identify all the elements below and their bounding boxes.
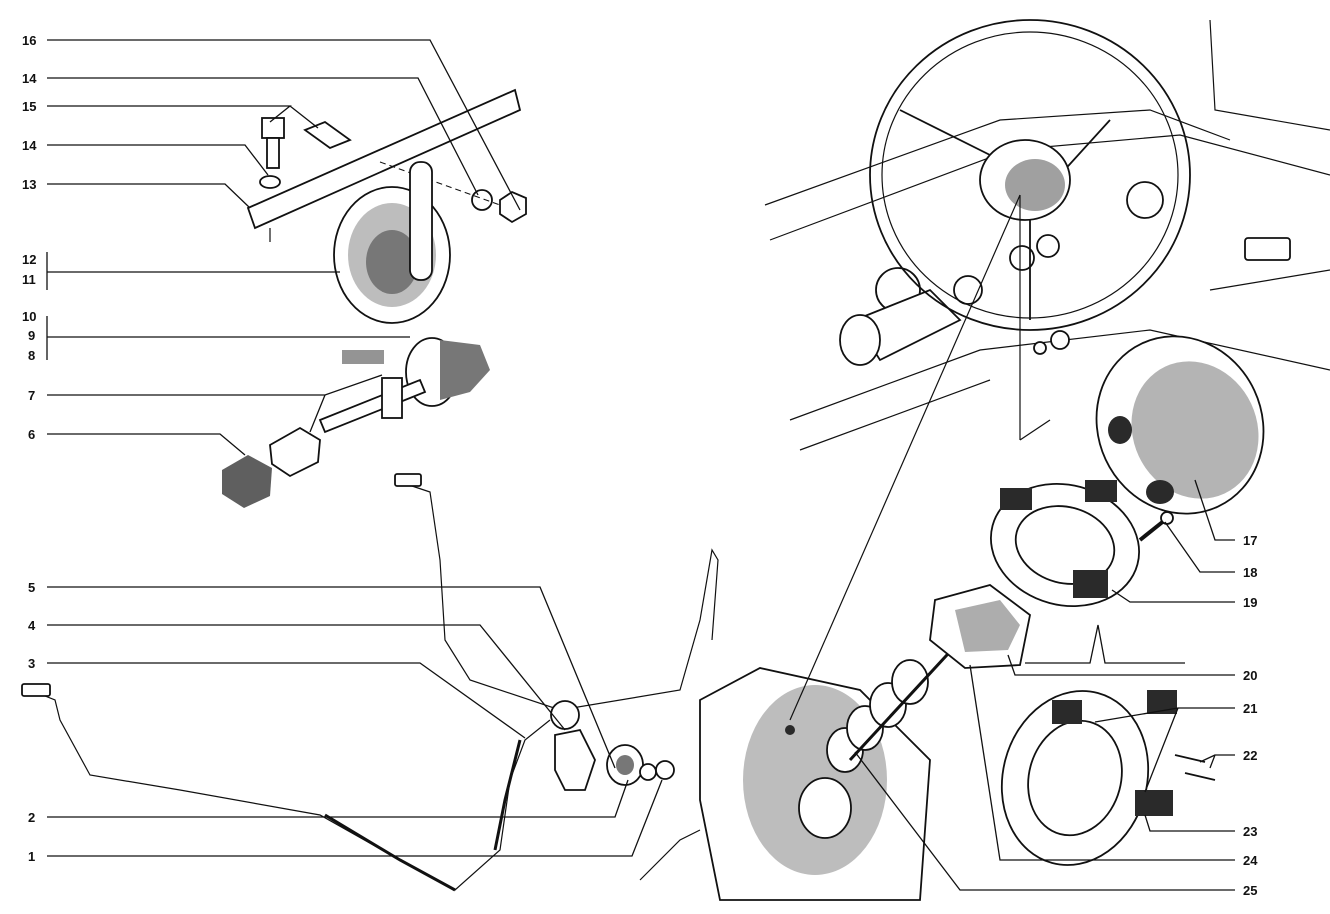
column-leaders [789,194,1051,721]
contact-rings [826,628,972,773]
horn-nut-washer [379,161,527,224]
callout-4: 4 [28,618,36,633]
callout-9: 9 [28,328,35,343]
horn-wiring [21,473,719,892]
horn-switch [222,337,490,508]
callout-20: 20 [1243,668,1257,683]
callout-leaders [46,39,1235,891]
callout-14-lower: 14 [22,138,37,153]
callout-15: 15 [22,99,36,114]
callout-12: 12 [22,252,36,267]
callout-13: 13 [22,177,36,192]
callout-10: 10 [22,309,36,324]
contact-ring-upper [990,480,1140,608]
callouts-right: 17 18 19 20 21 22 23 24 25 [1243,533,1258,898]
callout-24: 24 [1243,853,1258,868]
callout-25: 25 [1243,883,1257,898]
callout-16: 16 [22,33,36,48]
callout-18: 18 [1243,565,1257,580]
horn-bolt [259,117,285,189]
callout-11: 11 [22,272,36,287]
callout-3: 3 [28,656,35,671]
contact-ring-lower [1000,690,1216,866]
callout-1: 1 [28,849,35,864]
callouts-left: 16 14 15 14 13 12 11 10 9 8 7 6 5 4 3 2 … [22,33,37,864]
callout-8: 8 [28,348,35,363]
callout-23: 23 [1243,824,1257,839]
horn-bolt-side [303,120,352,150]
callout-2: 2 [28,810,35,825]
horn-cap [1095,335,1265,515]
callout-6: 6 [28,427,35,442]
callout-5: 5 [28,580,35,595]
horn [333,161,451,324]
callout-17: 17 [1243,533,1257,548]
callout-19: 19 [1243,595,1257,610]
callout-21: 21 [1243,701,1257,716]
callout-7: 7 [28,388,35,403]
callout-22: 22 [1243,748,1257,763]
callout-14-upper: 14 [22,71,37,86]
contact-plate [929,584,1031,669]
horn-bracket [246,88,522,242]
